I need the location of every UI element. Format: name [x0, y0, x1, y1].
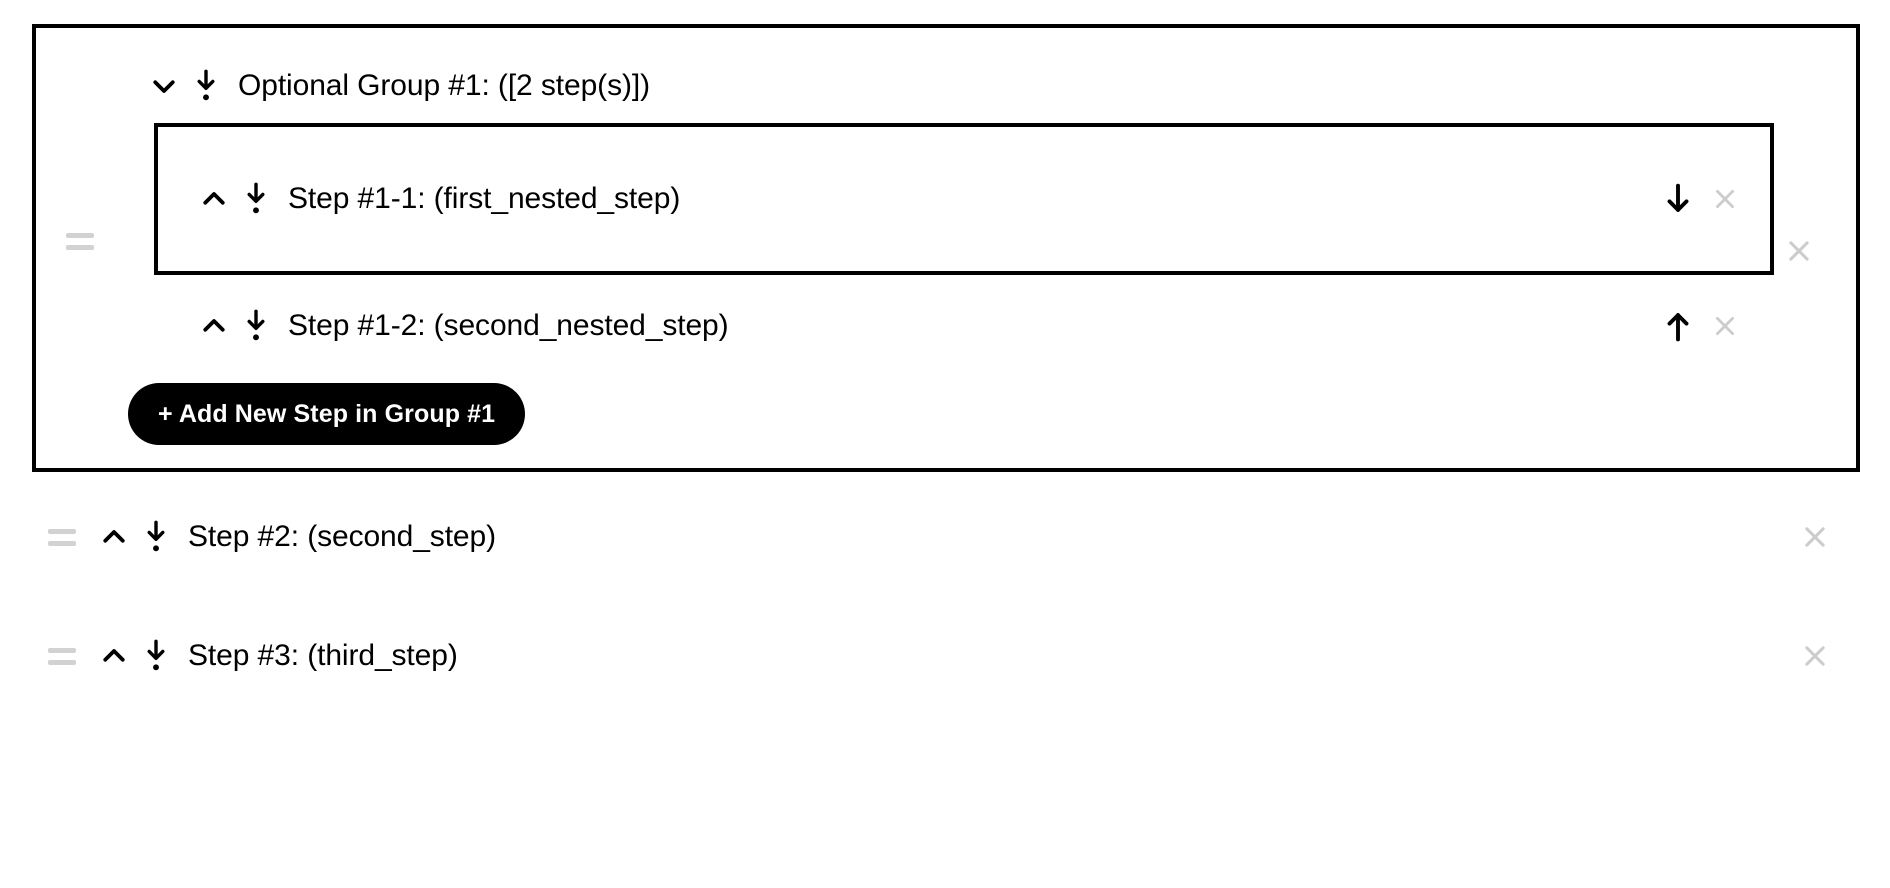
- top-level-step-row[interactable]: Step #3: (third_step): [32, 611, 1860, 701]
- step-3-type-icon-button[interactable]: [136, 634, 176, 678]
- nested-step-row[interactable]: Step #1-2: (second_nested_step): [154, 281, 1774, 371]
- group-delete-button[interactable]: [1776, 228, 1822, 274]
- chevron-down-icon: [153, 80, 175, 93]
- arrow-down-icon: [1667, 183, 1689, 212]
- group-header: Optional Group #1: ([2 step(s)]): [142, 64, 650, 108]
- step-3-delete-button[interactable]: [1792, 633, 1838, 679]
- nested-step-2-collapse-toggle[interactable]: [192, 304, 236, 348]
- close-icon: [1716, 317, 1734, 335]
- step-2-delete-button[interactable]: [1792, 514, 1838, 560]
- group-collapse-toggle[interactable]: [142, 64, 186, 108]
- step-2-type-icon-button[interactable]: [136, 515, 176, 559]
- arrow-down-to-dot-icon: [197, 69, 215, 101]
- arrow-up-icon: [1667, 313, 1689, 342]
- nested-step-2-type-icon-button[interactable]: [236, 304, 276, 348]
- drag-handle-bar: [48, 528, 76, 534]
- group-close-wrapper: [1776, 228, 1822, 274]
- close-icon: [1805, 646, 1825, 666]
- arrow-down-to-dot-icon: [147, 639, 165, 671]
- nested-step-2-move-up-button[interactable]: [1654, 302, 1702, 350]
- step-2-label: Step #2: (second_step): [188, 520, 496, 553]
- nested-step-1-label: Step #1-1: (first_nested_step): [288, 182, 681, 215]
- step-2-collapse-toggle[interactable]: [92, 515, 136, 559]
- drag-handle-bar: [48, 647, 76, 653]
- step-3-drag-handle[interactable]: [32, 642, 92, 671]
- close-icon: [1805, 527, 1825, 547]
- nested-step-2-delete-button[interactable]: [1702, 303, 1748, 349]
- nested-step-1-delete-button[interactable]: [1702, 176, 1748, 222]
- close-icon: [1789, 241, 1809, 261]
- arrow-down-to-dot-icon: [247, 309, 265, 341]
- arrow-down-to-dot-icon: [247, 182, 265, 214]
- group-label: Optional Group #1: ([2 step(s)]): [238, 69, 650, 102]
- nested-step-1-type-icon-button[interactable]: [236, 177, 276, 221]
- drag-handle-icon[interactable]: [64, 227, 96, 256]
- chevron-up-icon: [203, 192, 225, 205]
- chevron-up-icon: [103, 649, 125, 662]
- nested-step-row-selected[interactable]: Step #1-1: (first_nested_step): [154, 123, 1774, 275]
- step-3-collapse-toggle[interactable]: [92, 634, 136, 678]
- drag-handle-bar: [48, 540, 76, 546]
- arrow-down-to-dot-icon: [147, 520, 165, 552]
- top-level-step-row[interactable]: Step #2: (second_step): [32, 492, 1860, 582]
- close-icon: [1716, 190, 1734, 208]
- nested-step-1-collapse-toggle[interactable]: [192, 177, 236, 221]
- drag-handle-bar: [66, 245, 94, 250]
- drag-handle-icon[interactable]: [46, 523, 78, 552]
- nested-step-1-move-down-button[interactable]: [1654, 175, 1702, 223]
- drag-handle-icon[interactable]: [46, 642, 78, 671]
- group-drag-handle[interactable]: [64, 227, 96, 256]
- group-type-icon-button[interactable]: [186, 64, 226, 108]
- chevron-up-icon: [203, 319, 225, 332]
- step-3-label: Step #3: (third_step): [188, 639, 458, 672]
- drag-handle-bar: [66, 233, 94, 238]
- add-new-step-in-group-button[interactable]: + Add New Step in Group #1: [128, 383, 526, 445]
- step-2-drag-handle[interactable]: [32, 523, 92, 552]
- chevron-up-icon: [103, 530, 125, 543]
- drag-handle-bar: [48, 659, 76, 665]
- nested-step-2-label: Step #1-2: (second_nested_step): [288, 309, 729, 342]
- optional-group-container: Optional Group #1: ([2 step(s)]): [32, 24, 1860, 472]
